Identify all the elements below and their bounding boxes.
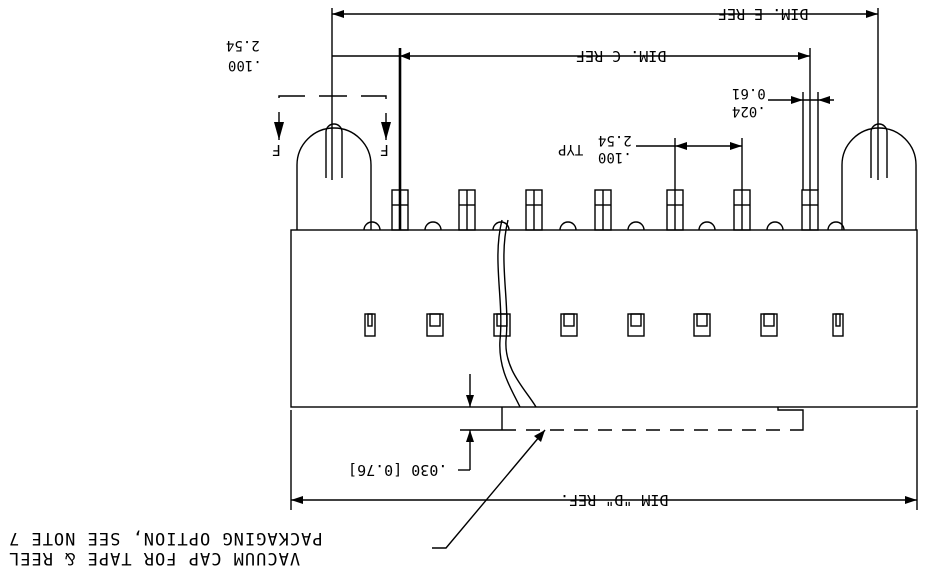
pitch-typ-mm-label: 2.54 bbox=[598, 132, 632, 148]
bump bbox=[363, 221, 381, 231]
right-post-slot bbox=[870, 123, 888, 178]
bump-row bbox=[363, 221, 845, 231]
dim-e-label: DIM. E REF bbox=[718, 5, 809, 23]
bump bbox=[766, 221, 784, 231]
contact-window bbox=[832, 313, 844, 337]
bump bbox=[424, 221, 442, 231]
contact-window bbox=[560, 313, 578, 337]
section-label-left: F bbox=[272, 141, 282, 159]
pin-width-in-label: .024 bbox=[732, 103, 766, 119]
cap-gap-label: .030 [0.76] bbox=[348, 461, 448, 479]
bump bbox=[559, 221, 577, 231]
break-line-inner bbox=[503, 219, 537, 408]
contact-window bbox=[760, 313, 778, 337]
contact-window bbox=[364, 313, 376, 337]
dim-d-label: DIM "D" REF. bbox=[560, 491, 669, 509]
bump bbox=[627, 221, 645, 231]
pitch-mm-label: 2.54 bbox=[226, 37, 260, 53]
break-line bbox=[497, 219, 521, 408]
pin bbox=[594, 189, 612, 231]
pitch-typ-in-label: .100 bbox=[598, 149, 632, 165]
pin bbox=[525, 189, 543, 231]
pin-row bbox=[391, 189, 819, 231]
note-line-2: VACUUM CAP FOR TAPE & REEL bbox=[8, 548, 301, 568]
bump bbox=[827, 221, 845, 231]
connector-body bbox=[290, 229, 918, 408]
section-label-right: F bbox=[380, 141, 390, 159]
note-leader bbox=[432, 429, 546, 549]
pin bbox=[666, 189, 684, 231]
pitch-typ-suffix: TYP bbox=[558, 141, 584, 157]
bump bbox=[698, 221, 716, 231]
pin-width-mm-label: 0.61 bbox=[732, 85, 766, 101]
vacuum-cap-tab bbox=[777, 407, 804, 431]
contact-window-row bbox=[364, 313, 844, 337]
pin bbox=[733, 189, 751, 231]
pin bbox=[458, 189, 476, 231]
contact-window bbox=[493, 313, 511, 337]
contact-window bbox=[426, 313, 444, 337]
left-mounting-post bbox=[296, 127, 372, 230]
pitch-in-label: .100 bbox=[228, 57, 262, 73]
note-line-1: PACKAGING OPTION, SEE NOTE 7 bbox=[8, 528, 323, 548]
section-marker bbox=[278, 95, 387, 140]
contact-window bbox=[627, 313, 645, 337]
dim-c-label: DIM. C REF bbox=[576, 47, 667, 65]
right-mounting-post bbox=[841, 127, 917, 230]
left-post-slot bbox=[325, 123, 343, 178]
contact-window bbox=[693, 313, 711, 337]
pin bbox=[801, 189, 819, 231]
